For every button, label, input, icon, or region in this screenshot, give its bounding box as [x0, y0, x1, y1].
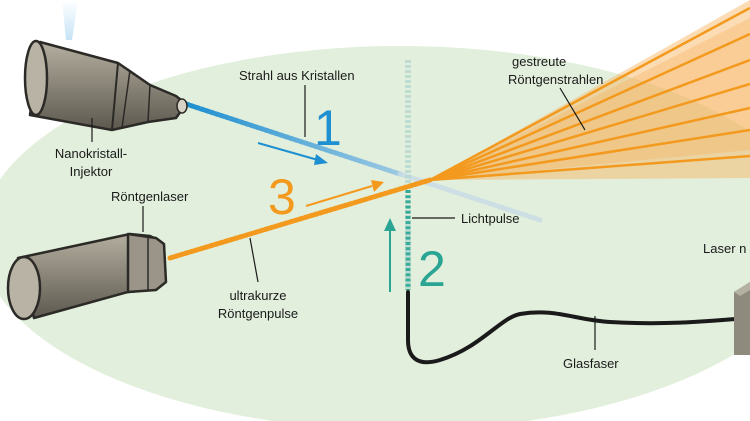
label-scattered-line2: Röntgenstrahlen	[508, 72, 603, 87]
crystal-beam-arrow	[257, 142, 328, 165]
label-pulses-line2: Röntgenpulse	[218, 306, 298, 321]
glass-fiber	[406, 290, 750, 365]
callout-lines	[91, 85, 596, 350]
spray-cone	[62, 0, 78, 40]
light-pulse-arrow	[384, 218, 396, 292]
xray-beam	[167, 177, 433, 261]
label-laser: Laser n	[703, 241, 746, 256]
label-crystal-beam: Strahl aus Kristallen	[239, 68, 355, 83]
nanocrystal-injector	[23, 39, 188, 132]
xray-laser-device	[6, 232, 168, 321]
xray-beam-arrow	[305, 180, 384, 207]
label-glass-fiber: Glasfaser	[563, 356, 619, 371]
step-number-1: 1	[314, 100, 342, 156]
label-pulses-line1: ultrakurze	[229, 288, 286, 303]
label-light-pulse: Lichtpulse	[461, 211, 520, 226]
laser-box	[734, 282, 750, 355]
label-scattered-line1: gestreute	[512, 54, 566, 69]
step-number-2: 2	[418, 241, 446, 297]
label-injector-line1: Nanokristall-	[55, 146, 127, 161]
scattered-xray-fan	[429, 0, 750, 182]
step-number-3: 3	[268, 169, 296, 225]
label-injector-line2: Injektor	[70, 164, 113, 179]
label-xray-laser: Röntgenlaser	[111, 189, 189, 204]
